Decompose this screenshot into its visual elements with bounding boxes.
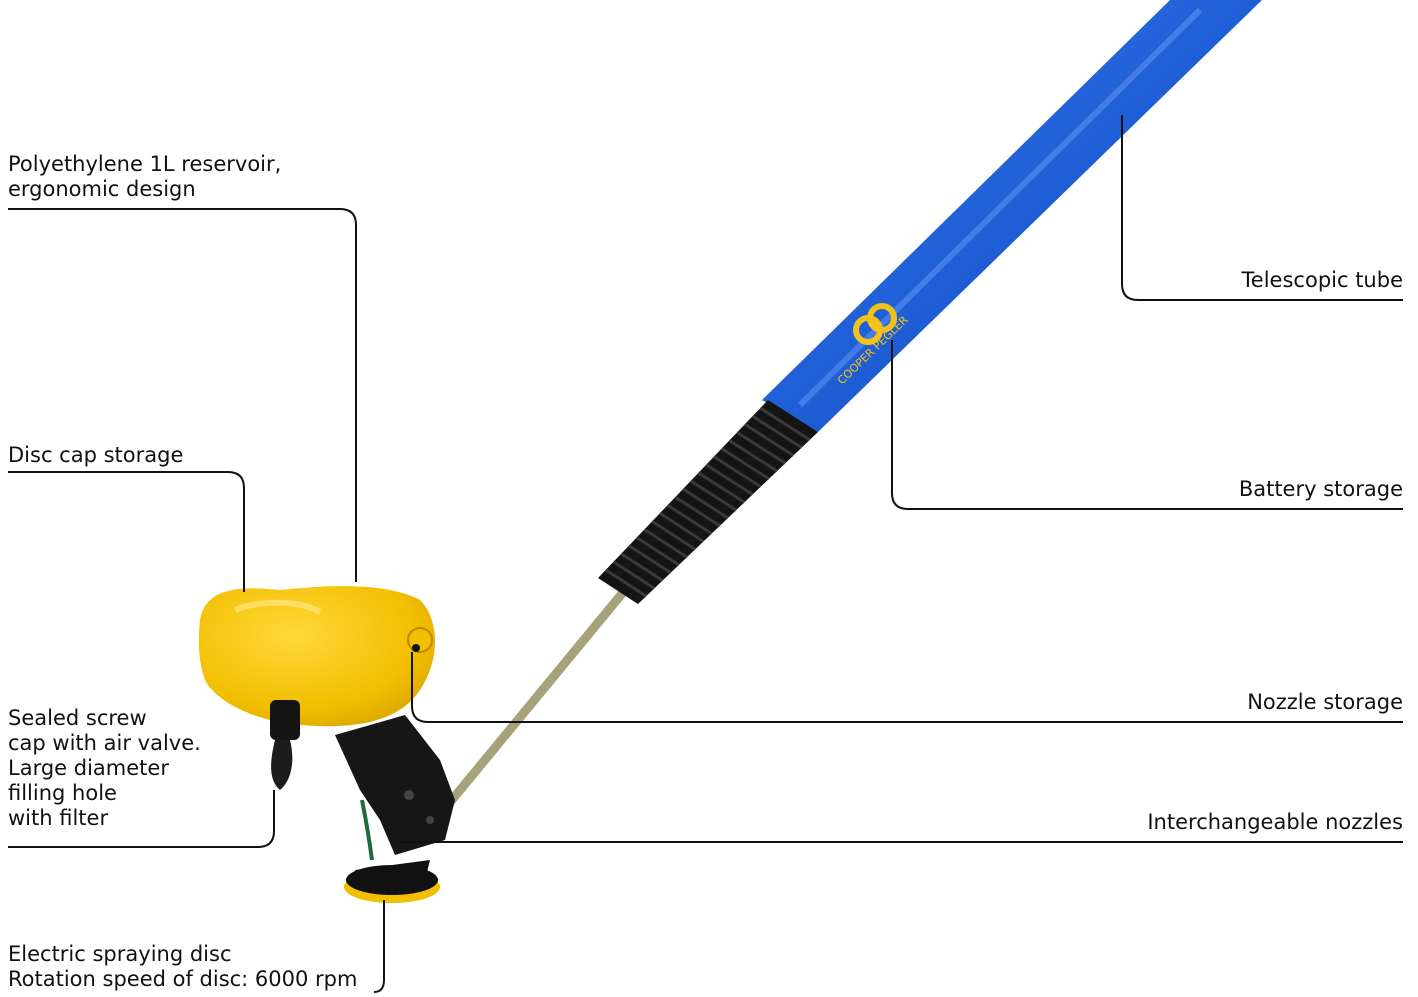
reservoir-callout-line	[8, 209, 356, 582]
interchangeable-nozzles-label: Interchangeable nozzles	[1147, 810, 1403, 835]
disc-cap-storage-label: Disc cap storage	[8, 443, 183, 468]
spraying-disc-label: Electric spraying disc Rotation speed of…	[8, 942, 357, 992]
spraying-disc-callout-line	[374, 900, 384, 992]
nozzle-storage-label: Nozzle storage	[1247, 690, 1403, 715]
disc-cap-callout-line	[8, 472, 244, 592]
telescopic-tube-label: Telescopic tube	[1242, 268, 1403, 293]
tube-highlight	[800, 10, 1200, 405]
screw-cap-label: Sealed screw cap with air valve. Large d…	[8, 706, 201, 831]
screw-cap	[270, 700, 300, 790]
nozzle-storage-knob	[408, 628, 432, 652]
battery-storage-label: Battery storage	[1239, 477, 1403, 502]
green-hose	[362, 800, 372, 860]
disc-housing	[335, 715, 455, 855]
metal-rod	[442, 590, 625, 812]
reservoir-label: Polyethylene 1L reservoir, ergonomic des…	[8, 152, 281, 202]
